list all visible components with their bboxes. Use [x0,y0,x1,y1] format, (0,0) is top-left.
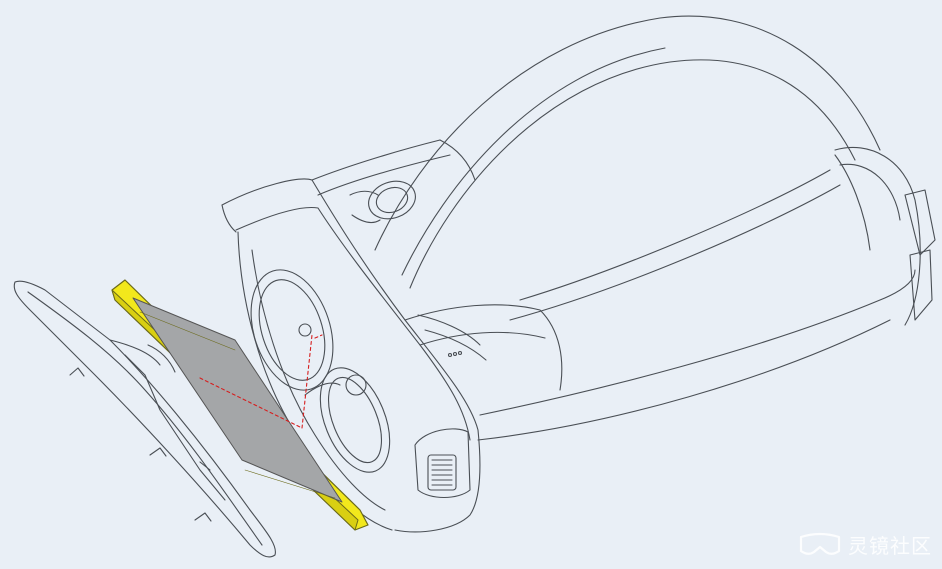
watermark-text: 灵镜社区 [848,534,932,558]
vr-goggles-logo-icon [799,532,841,555]
front-cover [13,280,276,558]
watermark: 灵镜社区 [798,530,932,559]
smartphone [111,279,369,531]
head-strap [374,15,936,441]
headset-body [221,139,563,533]
alignment-guide-lines [199,334,323,429]
